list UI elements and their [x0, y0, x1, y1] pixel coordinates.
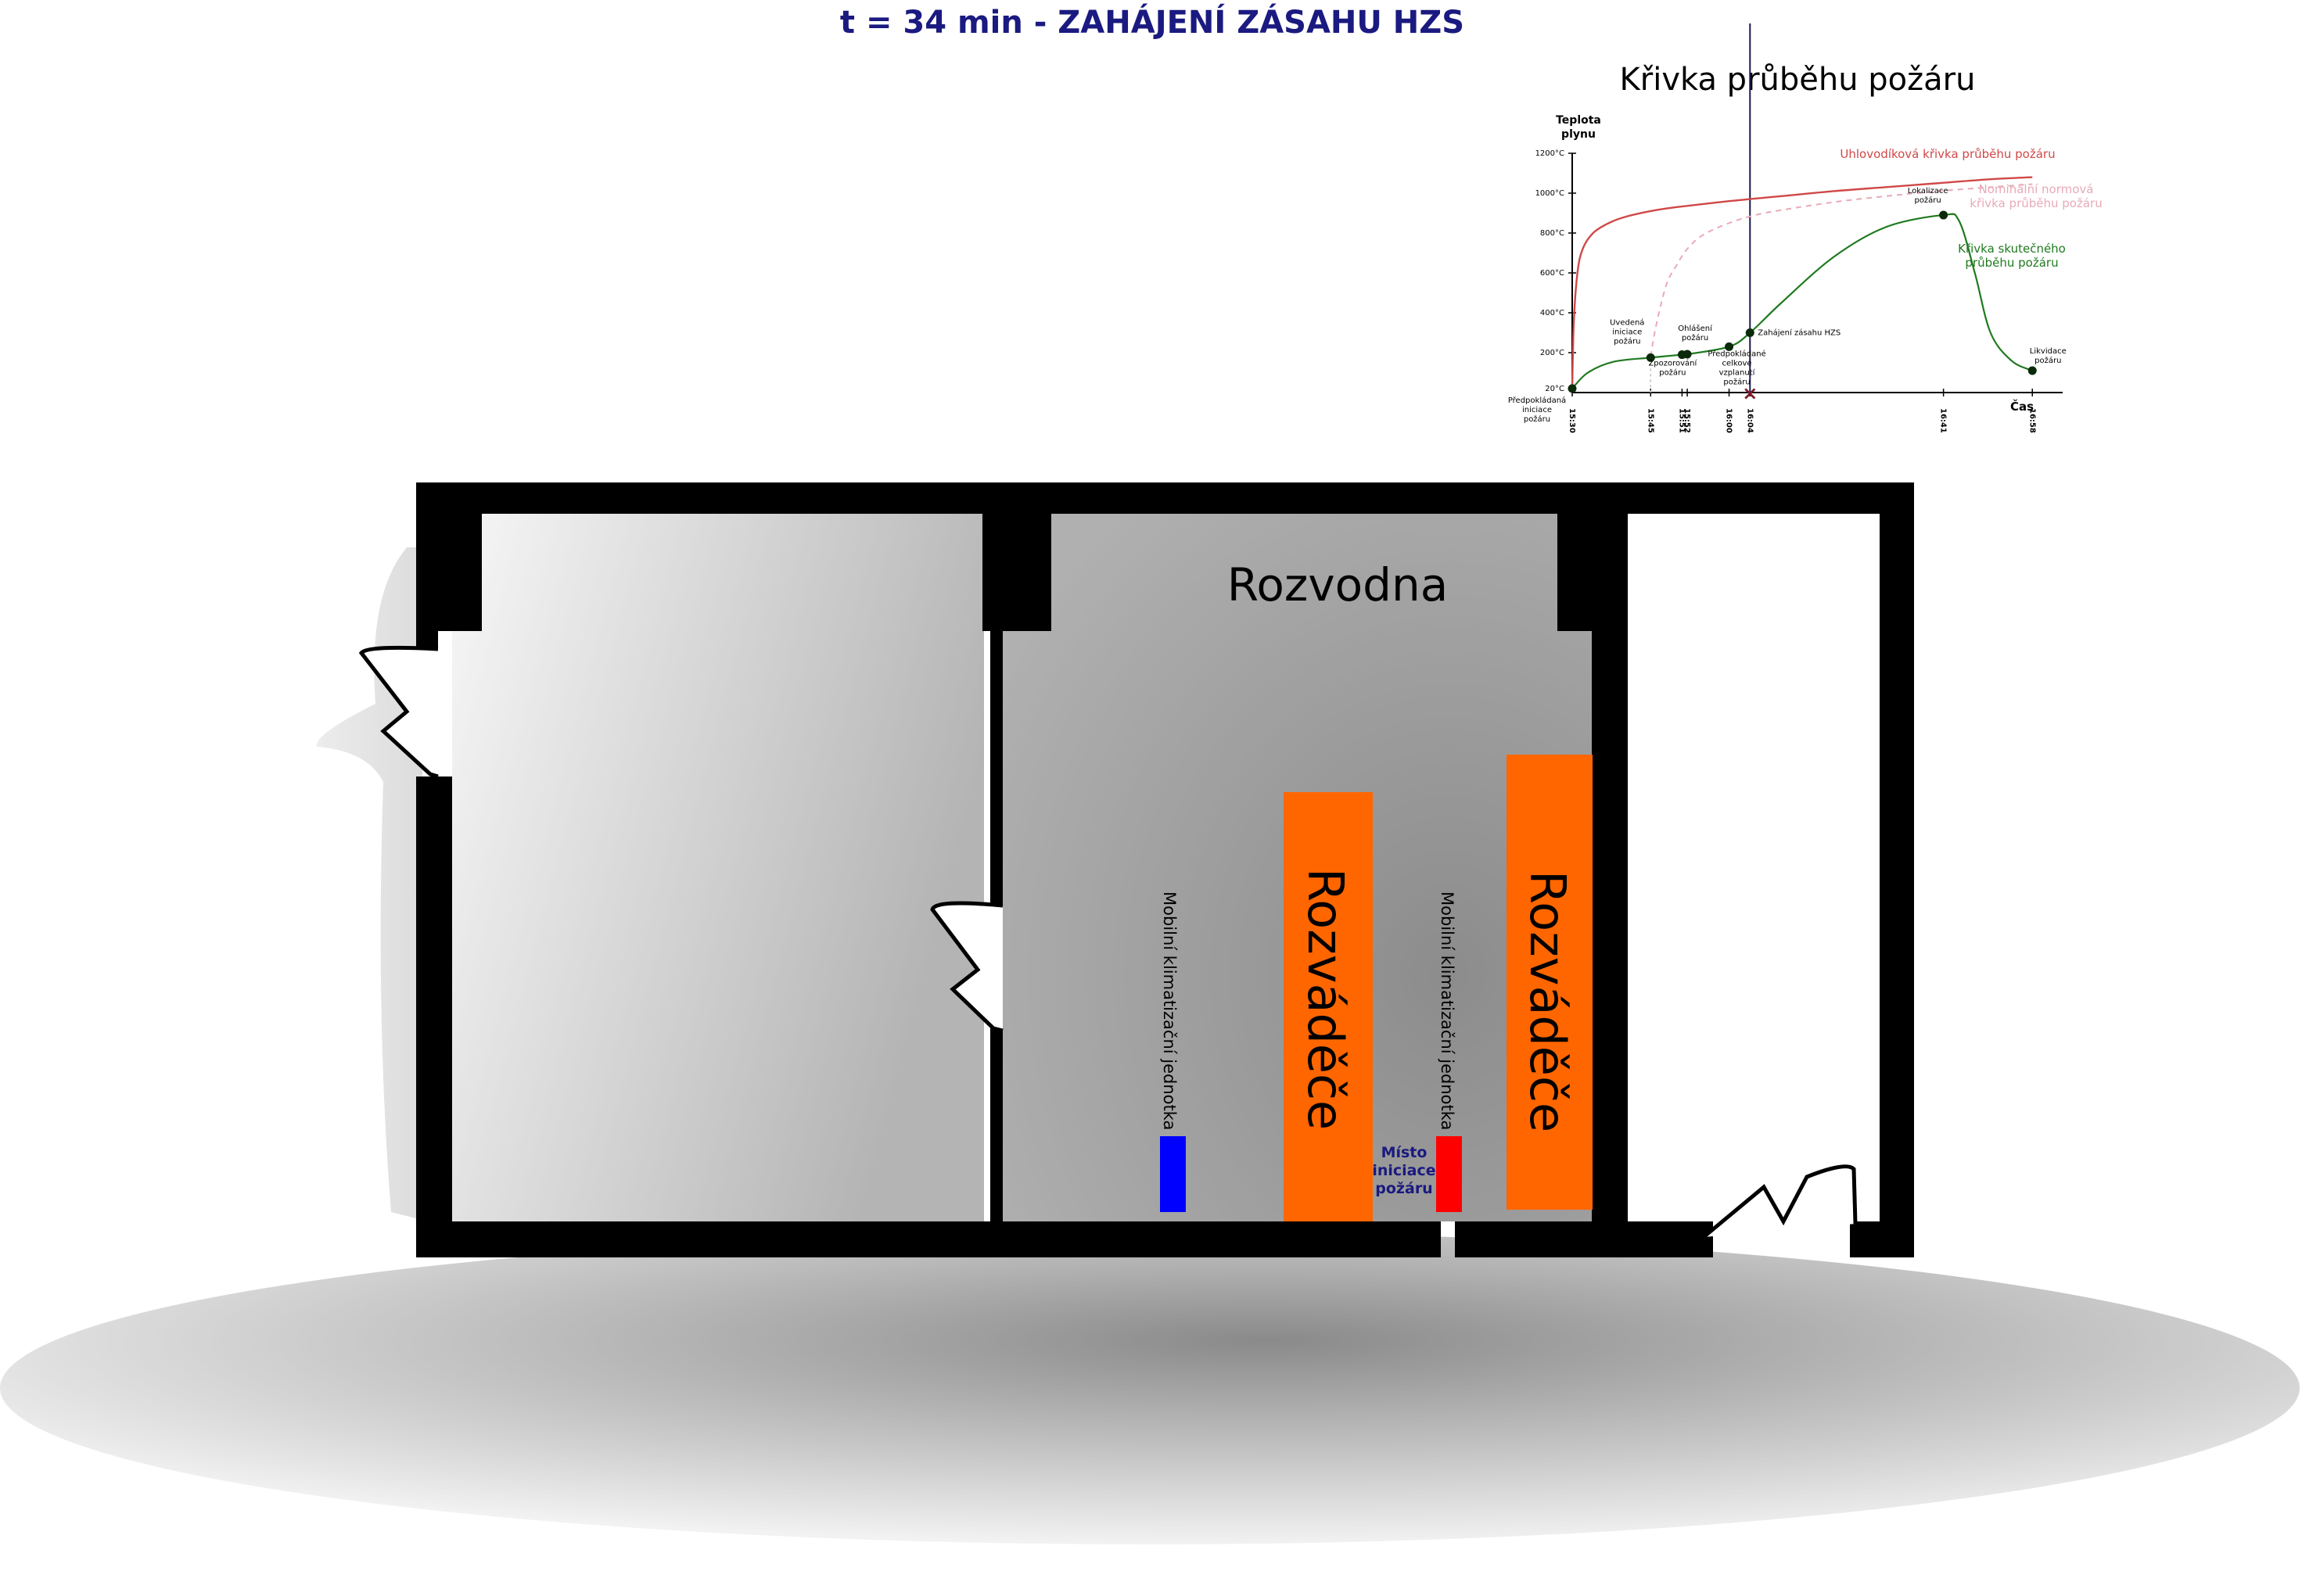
fire-curve-chart: Křivka průběhu požáru Teplota plynu Čas …: [1508, 23, 2103, 433]
chart-current-time-marker: ×: [1742, 382, 1758, 404]
ignition-label-line-1: Místo: [1381, 1144, 1428, 1161]
chart-x-tick-label: 15:51: [1677, 408, 1686, 433]
chart-event-label: Zpozorování: [1648, 359, 1697, 368]
chart-plot-area: 20°C 200°C 400°C 600°C 800°C 1000°C 1200°C 15:3…: [1508, 23, 2103, 433]
chart-event-point: [1683, 350, 1692, 359]
chart-y-tick-label: 800°C: [1540, 229, 1564, 238]
switchboard-left: [1284, 792, 1373, 1221]
chart-curve-label: Křivka skutečného: [1958, 242, 2066, 256]
chart-y-tick-label: 1000°C: [1535, 189, 1564, 198]
chart-event-label: Ohlášení: [1678, 324, 1713, 333]
right-exterior-door: [1702, 1164, 1858, 1239]
chart-event-label: vzplanutí: [1719, 368, 1756, 377]
back-shadow: [316, 547, 422, 1220]
chart-event-label: požáru: [1914, 195, 1941, 205]
chart-event-point: [2027, 366, 2037, 375]
chart-x-tick-label: 16:00: [1725, 408, 1733, 433]
chart-event-point: [1725, 342, 1734, 351]
chart-x-tick-label: 16:58: [2027, 408, 2036, 433]
chart-event-label: Předpokládané: [1708, 349, 1765, 358]
chart-y-tick-label: 200°C: [1540, 349, 1564, 357]
chart-curve-label: Uhlovodíková křivka průběhu požáru: [1840, 147, 2055, 161]
chart-title: Křivka průběhu požáru: [1620, 62, 1976, 98]
top-wall: [416, 482, 1914, 514]
chart-event-label: Předpokládaná: [1508, 396, 1566, 405]
chart-x-tick-label: 15:45: [1646, 408, 1654, 433]
partition-2-wall: [1592, 629, 1628, 1221]
floor-shadow: [0, 1232, 2300, 1544]
chart-event-label: požáru: [1524, 414, 1550, 424]
chart-xlabel: Čas: [2010, 399, 2034, 414]
chart-event-point: [1646, 353, 1655, 362]
bottom-wall-left: [416, 1221, 1441, 1257]
chart-event-label: požáru: [1659, 368, 1686, 378]
room-label: Rozvodna: [1227, 558, 1449, 612]
bottom-wall-right: [1850, 1221, 1914, 1257]
chart-event-label: Likvidace: [2030, 347, 2067, 356]
chart-x-tick-label: 16:04: [1745, 408, 1754, 433]
chart-y-tick-label: 20°C: [1545, 385, 1564, 393]
chart-y-tick-label: 400°C: [1540, 309, 1564, 317]
chart-y-tick-label: 600°C: [1540, 269, 1564, 278]
doors: [358, 645, 1858, 1239]
partition-1-upper: [990, 629, 1003, 907]
partition-column-2: [1557, 482, 1628, 631]
chart-event-point: [1568, 384, 1577, 393]
chart-event-label: celkové: [1722, 358, 1752, 368]
chart-x-tick-label: 15:30: [1568, 408, 1576, 433]
chart-event-label: Zahájení zásahu HZS: [1758, 328, 1841, 338]
chart-x-tick-label: 15:52: [1683, 408, 1691, 433]
chart-y-tick-label: 1200°C: [1535, 149, 1564, 158]
switchboard-label-left: Rozváděče: [1297, 868, 1354, 1130]
chart-event-label: požáru: [1614, 336, 1640, 346]
partition-1-lower: [990, 1028, 1003, 1221]
bottom-wall-ledge: [1625, 1221, 1704, 1240]
ac-unit-blue: [1160, 1136, 1186, 1212]
chart-event-label: iniciace: [1612, 328, 1642, 336]
chart-curve-label: průběhu požáru: [1965, 256, 2058, 270]
chart-curve-label: křivka průběhu požáru: [1970, 196, 2102, 210]
ignition-label-line-2: iniciace: [1372, 1162, 1435, 1179]
chart-event-label: Uvedená: [1610, 317, 1644, 327]
chart-event-label: iniciace: [1522, 406, 1552, 414]
chart-series-line-3: [1571, 213, 2033, 389]
chart-x-tick-label: 16:41: [1939, 408, 1948, 433]
chart-event-point: [1939, 210, 1948, 220]
chart-ylabel-line-1: Teplota: [1556, 114, 1601, 127]
interior-door: [930, 901, 1004, 1033]
ignition-label: Místo iniciace požáru: [1372, 1144, 1435, 1197]
right-wall: [1880, 482, 1914, 1257]
left-wall-corner: [416, 482, 482, 631]
chart-series-line-1: [1571, 176, 2033, 389]
left-room-floor: [452, 514, 984, 1221]
chart-event-point: [1745, 328, 1754, 337]
chart-event-label: požáru: [1723, 377, 1750, 386]
left-wall-lower: [416, 776, 452, 1257]
chart-event-label: požáru: [1682, 333, 1708, 343]
partition-column-1: [982, 482, 1051, 631]
ignition-label-line-3: požáru: [1375, 1180, 1432, 1197]
chart-series-line-2: [1650, 183, 2033, 357]
ignition-point: [1436, 1136, 1462, 1212]
chart-event-label: Lokalizace: [1908, 187, 1948, 195]
walls: [416, 482, 1914, 1257]
left-exterior-door: [358, 645, 439, 779]
chart-event-label: požáru: [2034, 356, 2061, 365]
ac-unit-label-left: Mobilní klimatizační jednotka: [1160, 891, 1179, 1130]
right-room-floor: [1627, 514, 1880, 1221]
chart-ylabel-line-2: plynu: [1561, 128, 1596, 141]
switchboard-right: [1507, 755, 1593, 1210]
ac-unit-label-right: Mobilní klimatizační jednotka: [1438, 891, 1456, 1130]
chart-curve-label: Nominální normová: [1979, 182, 2094, 196]
switchboard-label-right: Rozváděče: [1519, 870, 1576, 1132]
page-title: t = 34 min - ZAHÁJENÍ ZÁSAHU HZS: [840, 3, 1464, 41]
